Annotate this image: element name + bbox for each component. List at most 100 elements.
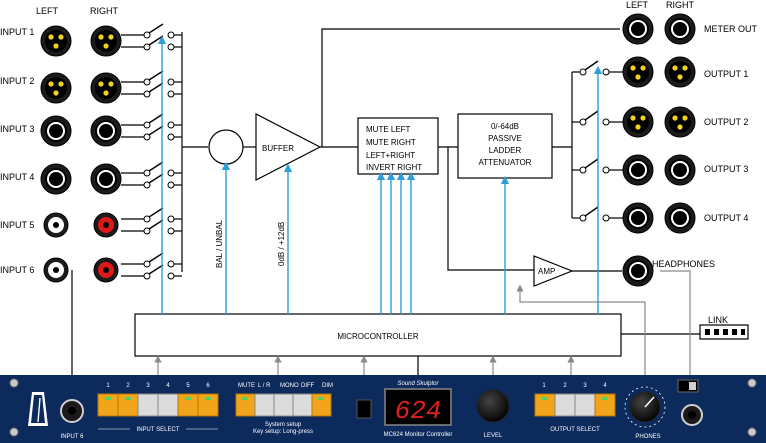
meter-header-left-label: LEFT (626, 0, 649, 10)
input-3-switch-b (143, 125, 175, 141)
output-select-button-3[interactable] (574, 393, 596, 417)
input-num-6: 6 (206, 383, 210, 389)
input-label-4: INPUT 4 (0, 172, 34, 182)
attenuator-line-4: ATTENUATOR (479, 158, 532, 167)
output-select-button-2[interactable] (554, 393, 576, 417)
level-display: 624 (395, 396, 442, 426)
input-select-button-6[interactable] (197, 393, 219, 417)
input6-jack-icon[interactable] (60, 399, 84, 423)
bal-unbal-node (208, 129, 244, 165)
meter-out-right-jack[interactable] (664, 13, 696, 45)
output-1-right-xlr[interactable] (664, 56, 696, 88)
output-2-left-xlr[interactable] (622, 106, 654, 138)
system-setup-label: System setup (265, 422, 302, 428)
mute-line-4: INVERT RIGHT (366, 163, 422, 172)
input-6-right-rca[interactable] (93, 257, 119, 283)
amp-label: AMP (538, 267, 555, 276)
gain-label: 0dB / +12dB (277, 222, 286, 266)
meter-out-left-jack[interactable] (622, 13, 654, 45)
input-1-right-xlr[interactable] (90, 25, 122, 57)
output-3-switch (579, 158, 610, 174)
func-label-dim: DIM (322, 383, 333, 389)
output-labels: OUTPUT 1 OUTPUT 2 OUTPUT 3 OUTPUT 4 (704, 69, 748, 223)
mono-button[interactable] (273, 393, 294, 417)
input-num-1: 1 (106, 383, 110, 389)
diff-button[interactable] (292, 393, 313, 417)
input-label-2: INPUT 2 (0, 76, 34, 86)
inputs-section (40, 25, 122, 283)
input-select-button-3[interactable] (137, 393, 159, 417)
output-4-left-jack[interactable] (622, 202, 654, 234)
output-label-3: OUTPUT 3 (704, 164, 748, 174)
level-knob[interactable] (476, 389, 510, 423)
input-2-left-xlr[interactable] (40, 72, 72, 104)
input-1-switch-a (143, 23, 175, 39)
key-setup-label: Key setup: Long-press (253, 429, 313, 435)
output-num-1: 1 (542, 383, 546, 389)
model-label: MC624 Monitor Controller (384, 432, 453, 438)
input-6-switch-b (143, 264, 175, 280)
output-label-2: OUTPUT 2 (704, 117, 748, 127)
attenuator-line-1: 0/-64dB (491, 122, 519, 131)
input-num-2: 2 (126, 383, 130, 389)
input-2-switch-a (143, 70, 175, 86)
input-3-right-jack[interactable] (90, 115, 122, 147)
headphones-label: HEADPHONES (652, 259, 715, 269)
lr-button[interactable] (254, 393, 275, 417)
input-5-left-rca[interactable] (43, 212, 69, 238)
input-2-switch-b (143, 82, 175, 98)
input-6-switch-a (143, 252, 175, 268)
output-3-right-jack[interactable] (664, 154, 696, 186)
amp-triangle (533, 255, 574, 287)
input-labels: INPUT 1 INPUT 2 INPUT 3 INPUT 4 INPUT 5 … (0, 27, 34, 275)
brand-logo-icon (28, 392, 48, 426)
mute-logic-block (357, 117, 439, 175)
input-label-5: INPUT 5 (0, 220, 34, 230)
mute-line-3: LEFT+RIGHT (366, 151, 415, 160)
input-select-button-4[interactable] (157, 393, 179, 417)
dim-button[interactable] (311, 393, 332, 417)
input-select-label: INPUT SELECT (137, 427, 180, 433)
output-3-left-jack[interactable] (622, 154, 654, 186)
input-5-switch-a (143, 207, 175, 223)
attenuator-line-2: PASSIVE (488, 134, 522, 143)
output-num-4: 4 (603, 383, 607, 389)
input-label-3: INPUT 3 (0, 124, 34, 134)
output-num-3: 3 (583, 383, 587, 389)
power-switch[interactable] (677, 379, 699, 393)
input-4-left-jack[interactable] (40, 163, 72, 195)
input-num-4: 4 (166, 383, 170, 389)
link-label: LINK (708, 315, 728, 325)
headphones-output-jack[interactable] (622, 255, 654, 287)
buffer-label: BUFFER (262, 144, 294, 153)
output-2-right-xlr[interactable] (664, 106, 696, 138)
phones-knob[interactable] (624, 386, 666, 428)
input-5-right-rca[interactable] (93, 212, 119, 238)
link-connector (699, 324, 749, 340)
meter-header-right-label: RIGHT (666, 0, 695, 10)
header-left-label: LEFT (36, 6, 59, 16)
func-label-lr: L / R (258, 383, 271, 389)
microcontroller-block (134, 313, 622, 357)
input-3-left-jack[interactable] (40, 115, 72, 147)
input-select-group: 1 2 3 4 5 6 INPUT SELECT (97, 383, 219, 433)
headphone-jack-icon[interactable] (681, 404, 703, 426)
input-1-left-xlr[interactable] (40, 25, 72, 57)
func-label-diff: DIFF (301, 383, 315, 389)
input-4-right-jack[interactable] (90, 163, 122, 195)
input-label-1: INPUT 1 (0, 27, 34, 37)
output-select-label: OUTPUT SELECT (550, 427, 600, 433)
control-lines (71, 35, 691, 400)
buffer-triangle (255, 113, 322, 181)
input-label-6: INPUT 6 (0, 265, 34, 275)
output-num-2: 2 (563, 383, 567, 389)
input-switch-bank (121, 23, 182, 280)
output-1-left-xlr[interactable] (622, 56, 654, 88)
input-5-switch-b (143, 219, 175, 235)
output-4-right-jack[interactable] (664, 202, 696, 234)
output-select-button-4[interactable] (594, 393, 616, 417)
input-6-left-rca[interactable] (43, 257, 69, 283)
brand-name: Sound Skulptor (397, 381, 439, 387)
link-button[interactable] (356, 399, 372, 419)
input-2-right-xlr[interactable] (90, 72, 122, 104)
